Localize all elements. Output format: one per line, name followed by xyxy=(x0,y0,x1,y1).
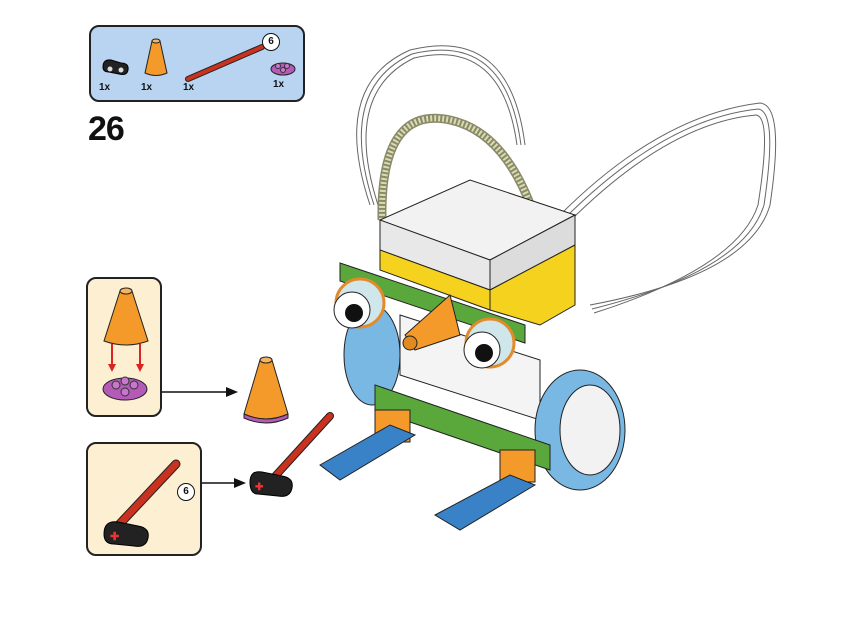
svg-text:✚: ✚ xyxy=(110,531,119,543)
ribbon-cable-left xyxy=(356,45,526,206)
axle-length-badge-substep: 6 xyxy=(177,483,195,501)
blue-foot-right xyxy=(433,474,537,531)
arrow-to-axle-assembly xyxy=(202,478,246,488)
parts-list-callout: 1x 1x 6 1x 1x xyxy=(89,25,305,102)
blue-foot-left xyxy=(319,424,417,481)
red-arrow-icon xyxy=(108,344,144,372)
purple-round-plate-part xyxy=(270,62,296,76)
red-axle-part xyxy=(185,44,265,82)
axle-length-badge: 6 xyxy=(262,33,280,51)
qty-purple-plate: 1x xyxy=(273,79,285,90)
orange-cone-part xyxy=(144,38,168,76)
step-number: 26 xyxy=(88,110,125,148)
robot-model-illustration xyxy=(319,45,777,531)
substep-axle-in-connector: ✚ 6 xyxy=(86,442,202,556)
right-eye xyxy=(463,317,516,369)
red-axle-icon: ✚ xyxy=(103,459,181,547)
qty-red-axle: 1x xyxy=(183,82,195,93)
axle-assembly-result: ✚ xyxy=(249,412,334,497)
purple-round-plate-icon xyxy=(102,376,148,401)
black-axle-connector-part xyxy=(102,59,129,75)
cone-assembly-result xyxy=(243,356,289,424)
orange-cone-icon xyxy=(103,287,149,346)
substep-cone-on-plate xyxy=(86,277,162,417)
svg-text:✚: ✚ xyxy=(255,482,264,493)
qty-black-connector: 1x xyxy=(99,82,111,93)
ribbon-cable-right xyxy=(559,102,777,314)
qty-orange-cone: 1x xyxy=(141,82,153,93)
arrow-to-cone-assembly xyxy=(162,387,238,397)
green-lower-plate xyxy=(374,384,551,471)
left-eye xyxy=(333,277,386,329)
